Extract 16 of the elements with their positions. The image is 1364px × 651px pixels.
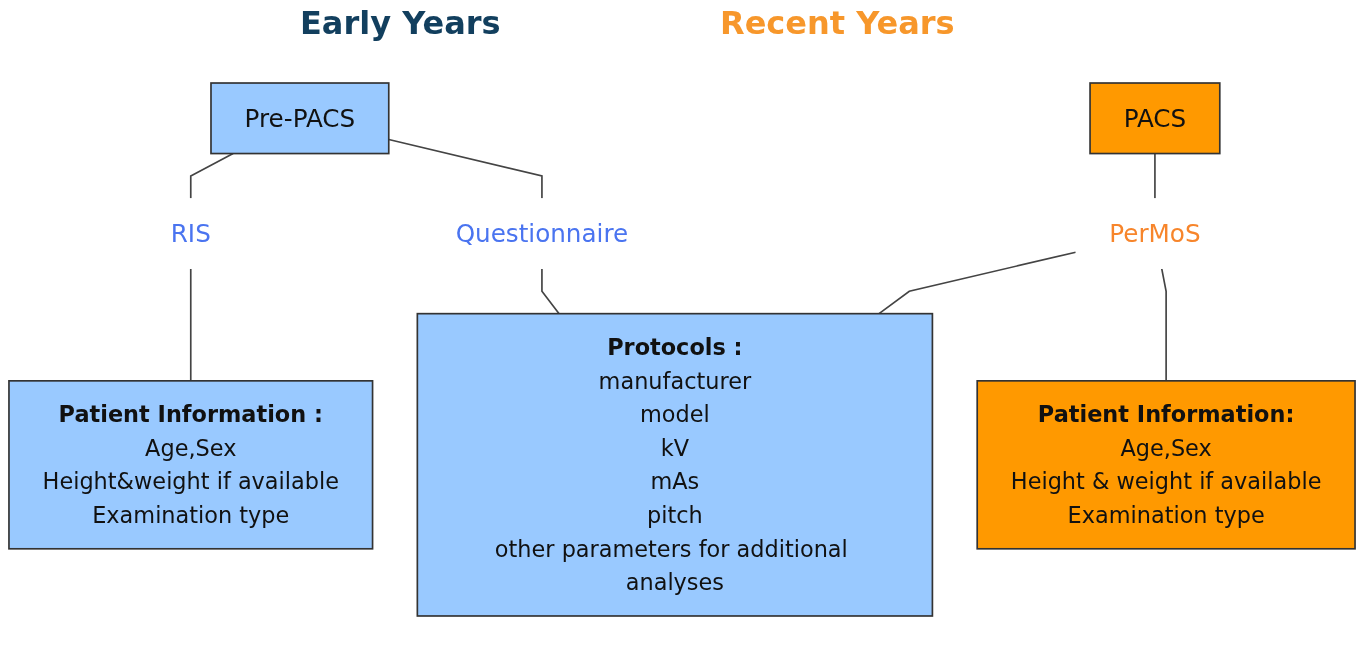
connector [189,268,192,382]
node-text: PerMoS [1109,219,1201,248]
node-text: Questionnaire [455,219,629,248]
column-heading: Early Years [300,4,501,42]
node-box: Patient Information : Age,Sex Height&weight if available Examination type [8,380,374,550]
connector [878,251,1077,315]
connector [1154,152,1156,200]
node-box: Patient Information: Age,Sex Height & weight if available Examination type [976,380,1356,550]
column-heading: Recent Years [720,4,955,42]
connector [541,268,560,315]
node-box: Pre-PACS [210,82,390,155]
node-box: PACS [1089,82,1221,155]
node-text: RIS [170,219,211,248]
connector [189,152,234,200]
node-box: Protocols : manufacturer model kV mAs pitch other parameters for additional analyses [416,312,934,617]
connector [1160,268,1167,382]
